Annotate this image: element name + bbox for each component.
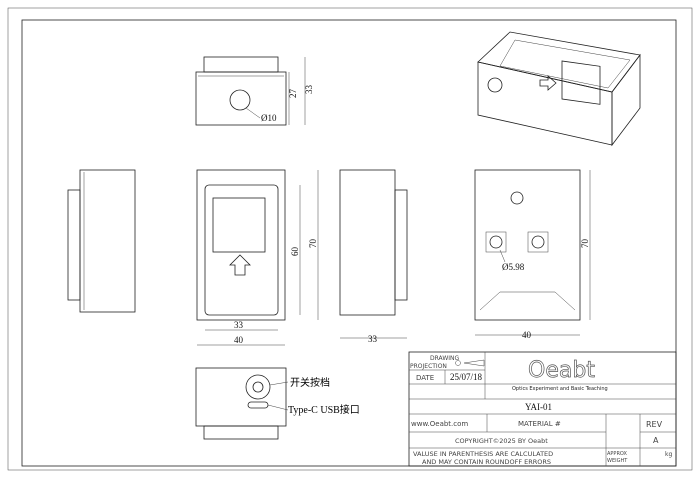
note-line2: AND MAY CONTAIN ROUNDOFF ERRORS bbox=[422, 458, 551, 466]
hole-icon bbox=[229, 89, 251, 111]
arrow-icon bbox=[539, 75, 557, 91]
outer-border bbox=[7, 7, 693, 471]
hole-diameter-back: Ø5.98 bbox=[502, 262, 525, 272]
logo-tagline: Optics Experiment and Basic Teaching bbox=[512, 386, 608, 392]
projection-symbol-icon bbox=[463, 359, 485, 367]
material-label: MATERIAL # bbox=[518, 420, 561, 428]
approx-label: APPROX bbox=[607, 451, 628, 457]
drawing-frame bbox=[21, 19, 677, 467]
projection-label: PROJECTION bbox=[410, 363, 447, 370]
weight-unit: kg bbox=[665, 451, 672, 458]
rev-label: REV bbox=[646, 420, 663, 429]
arrow-up-icon bbox=[229, 254, 251, 276]
weight-label: WEIGHT bbox=[607, 458, 628, 464]
logo: Oeabt bbox=[528, 358, 595, 383]
dim-70-back: 70 bbox=[580, 239, 590, 249]
dim-40-front: 40 bbox=[234, 335, 244, 345]
drawing-label: DRAWING bbox=[430, 355, 460, 362]
dim-33-front: 33 bbox=[234, 320, 244, 330]
usb-port-icon bbox=[247, 401, 269, 409]
copyright: COPYRIGHT©2025 BY Oeabt bbox=[455, 437, 548, 445]
note-line1: VALUSE IN PARENTHESIS ARE CALCULATED bbox=[413, 450, 553, 458]
top-view: Ø10 27 33 bbox=[195, 56, 314, 126]
hole-diameter-label: Ø10 bbox=[261, 113, 277, 123]
left-side-view bbox=[67, 169, 136, 313]
bottom-view: 开关按档 Type-C USB接口 bbox=[195, 367, 360, 440]
isometric-view bbox=[477, 31, 641, 147]
rev-value: A bbox=[653, 436, 659, 445]
switch-icon bbox=[252, 381, 264, 393]
title-block: DRAWING PROJECTION DATE 25/07/18 Oeabt O… bbox=[408, 351, 677, 467]
date-label: DATE bbox=[416, 374, 434, 382]
front-view: 33 40 60 70 bbox=[196, 169, 319, 346]
dim-70-front: 70 bbox=[308, 239, 318, 249]
website: www.Oeabt.com bbox=[411, 420, 468, 428]
dim-40-back: 40 bbox=[522, 330, 532, 340]
usb-label: Type-C USB接口 bbox=[288, 403, 360, 416]
screen bbox=[212, 197, 266, 253]
dim-33-side: 33 bbox=[368, 334, 378, 344]
dim-27: 27 bbox=[288, 89, 298, 99]
dim-33: 33 bbox=[304, 85, 314, 95]
part-number: YAI-01 bbox=[525, 402, 552, 412]
dim-60: 60 bbox=[290, 247, 300, 257]
back-view: Ø5.98 70 40 bbox=[474, 169, 591, 340]
switch-label: 开关按档 bbox=[290, 376, 330, 389]
right-side-view: 33 bbox=[339, 169, 408, 344]
date-value: 25/07/18 bbox=[450, 372, 483, 382]
